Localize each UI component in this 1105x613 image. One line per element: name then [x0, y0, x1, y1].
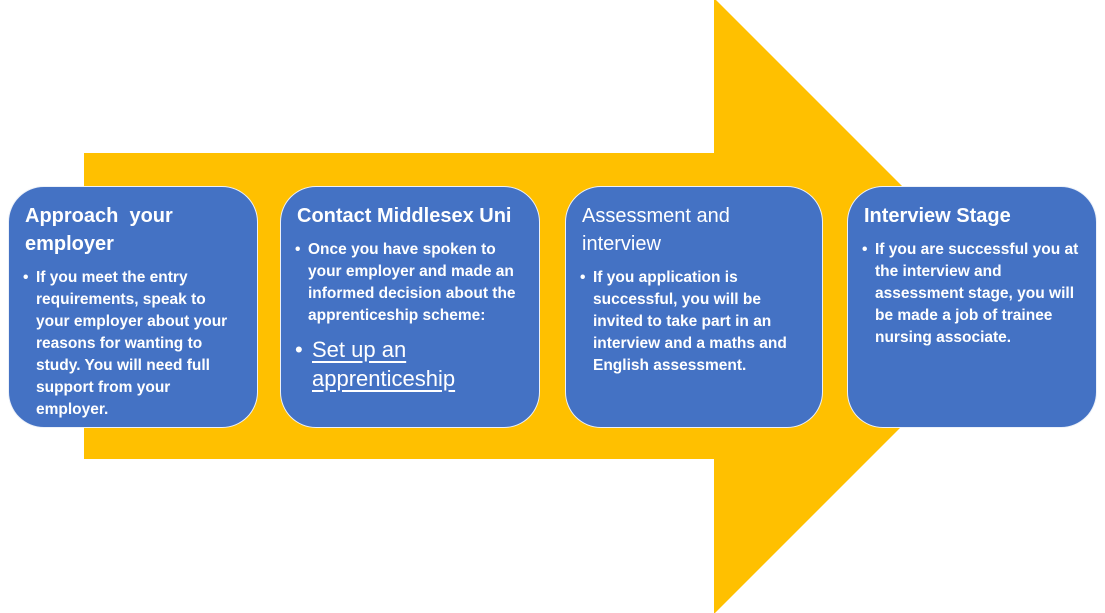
- bullet-dot: [862, 239, 875, 261]
- stage-title: Approach your employer: [25, 205, 179, 255]
- stage-title: Assessment and interview: [582, 205, 736, 255]
- bullet-item: If you application is successful, you wi…: [580, 267, 808, 377]
- bullet-dot: [295, 239, 308, 261]
- set-up-apprenticeship-link[interactable]: Set up an apprenticeship: [312, 337, 456, 391]
- stage-title: Interview Stage: [864, 205, 1011, 227]
- bullet-text: If you meet the entry requirements, spea…: [36, 269, 228, 418]
- block-arrow-shape: [84, 0, 1022, 613]
- bullet-item: Once you have spoken to your employer an…: [295, 239, 525, 327]
- stage-card-approach-employer: Approach your employer If you meet the e…: [8, 186, 258, 428]
- bullet-item: Set up an apprenticeship: [295, 335, 525, 393]
- bullet-text: If you are successful you at the intervi…: [875, 241, 1079, 346]
- bullet-dot: [295, 335, 312, 364]
- stage-card-interview-stage: Interview Stage If you are successful yo…: [847, 186, 1097, 428]
- bullet-dot: [23, 267, 36, 289]
- bullet-item: If you meet the entry requirements, spea…: [23, 267, 243, 421]
- bullet-item: If you are successful you at the intervi…: [862, 239, 1082, 349]
- stage-title: Contact Middlesex Uni: [297, 205, 512, 227]
- bullet-dot: [580, 267, 593, 289]
- bullet-text: Once you have spoken to your employer an…: [308, 241, 516, 324]
- bullet-text: If you application is successful, you wi…: [593, 269, 787, 374]
- stage-card-contact-middlesex: Contact Middlesex Uni Once you have spok…: [280, 186, 540, 428]
- stage-card-assessment-interview: Assessment and interview If you applicat…: [565, 186, 823, 428]
